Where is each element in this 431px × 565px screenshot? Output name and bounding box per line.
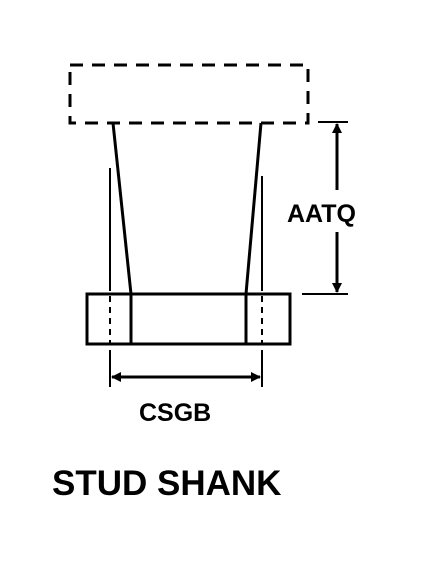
stud-head-outline — [68, 63, 310, 125]
shank-right-edge — [244, 122, 263, 295]
shank-left-edge — [111, 122, 133, 295]
diagram-caption: STUD SHANK — [52, 464, 281, 503]
stud-base-block — [85, 292, 292, 346]
width-dimension-label: CSGB — [139, 399, 211, 427]
height-dimension-label: AATQ — [287, 200, 356, 228]
